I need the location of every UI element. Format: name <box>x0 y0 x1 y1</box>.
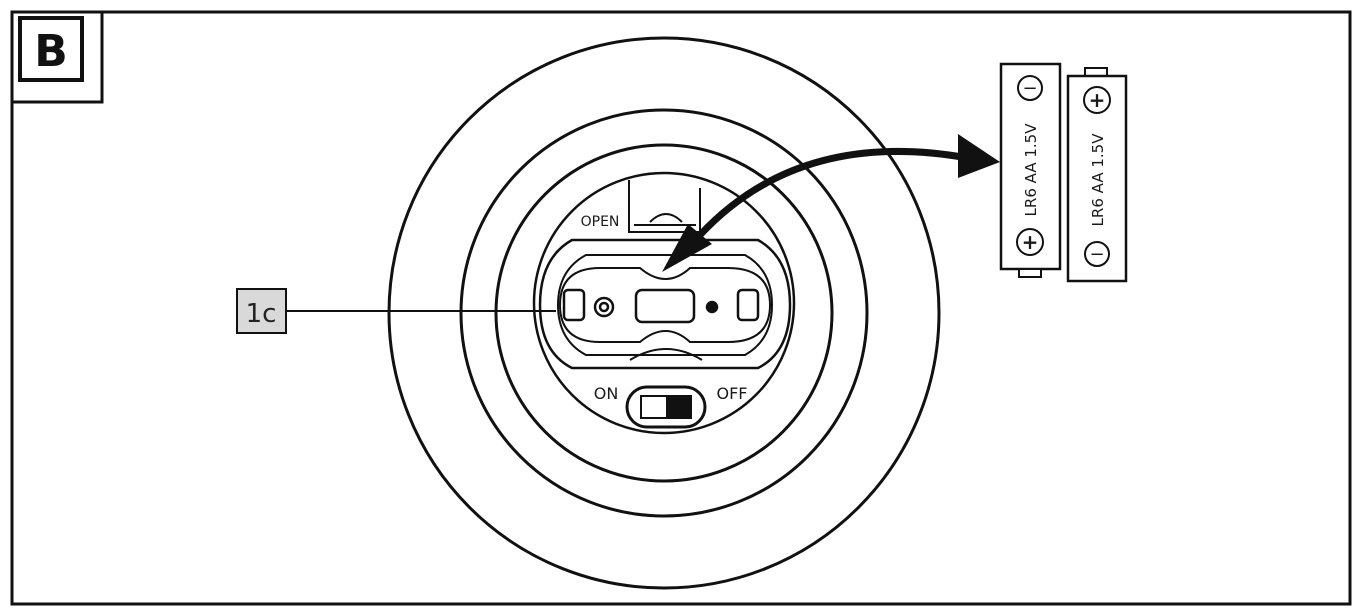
battery-1-plus-icon <box>1016 228 1044 256</box>
insertion-arrow <box>662 134 1000 272</box>
off-label: OFF <box>717 384 748 403</box>
callout-1c: 1c <box>236 288 556 334</box>
arrow-head-battery-icon <box>958 134 1000 178</box>
power-switch[interactable] <box>625 385 707 429</box>
battery-2: + − LR6 AA 1.5V <box>1066 67 1128 283</box>
battery-2-bottom-symbol: − <box>1089 244 1104 265</box>
compartment-cover-slot <box>628 180 701 233</box>
battery-2-top-symbol: + <box>1089 88 1106 112</box>
device-base <box>387 36 941 590</box>
diagram-frame: B <box>10 10 1352 606</box>
switch-slider[interactable] <box>666 396 691 418</box>
battery-1-label: LR6 AA 1.5V <box>1022 123 1040 217</box>
battery-2-minus-icon <box>1084 241 1110 267</box>
device-middle-ring <box>459 108 869 518</box>
panel-letter-box <box>18 16 84 82</box>
battery-1-bottom-symbol: + <box>1022 230 1039 254</box>
device-inner-ring <box>494 143 834 483</box>
battery-1-top-symbol: − <box>1022 78 1037 99</box>
callout-label: 1c <box>246 299 277 329</box>
battery-2-label: LR6 AA 1.5V <box>1089 133 1107 227</box>
callout-label-box <box>236 288 287 334</box>
open-label: OPEN <box>581 214 620 230</box>
insertion-arrow-shaft <box>697 147 969 238</box>
battery-1-terminal-nub <box>1018 268 1042 278</box>
on-label: ON <box>594 384 619 403</box>
battery-2-plus-icon <box>1083 86 1111 114</box>
battery-1: − + LR6 AA 1.5V <box>999 62 1062 278</box>
battery-compartment-ring <box>532 171 796 435</box>
battery-holder <box>538 238 792 370</box>
flat-contact-icon <box>705 300 719 314</box>
panel-letter: B <box>34 26 68 77</box>
device-outer-ring <box>387 36 941 590</box>
arrow-head-compartment-icon <box>662 224 712 272</box>
battery-1-minus-icon <box>1017 75 1043 101</box>
spring-contact-icon <box>593 296 615 318</box>
